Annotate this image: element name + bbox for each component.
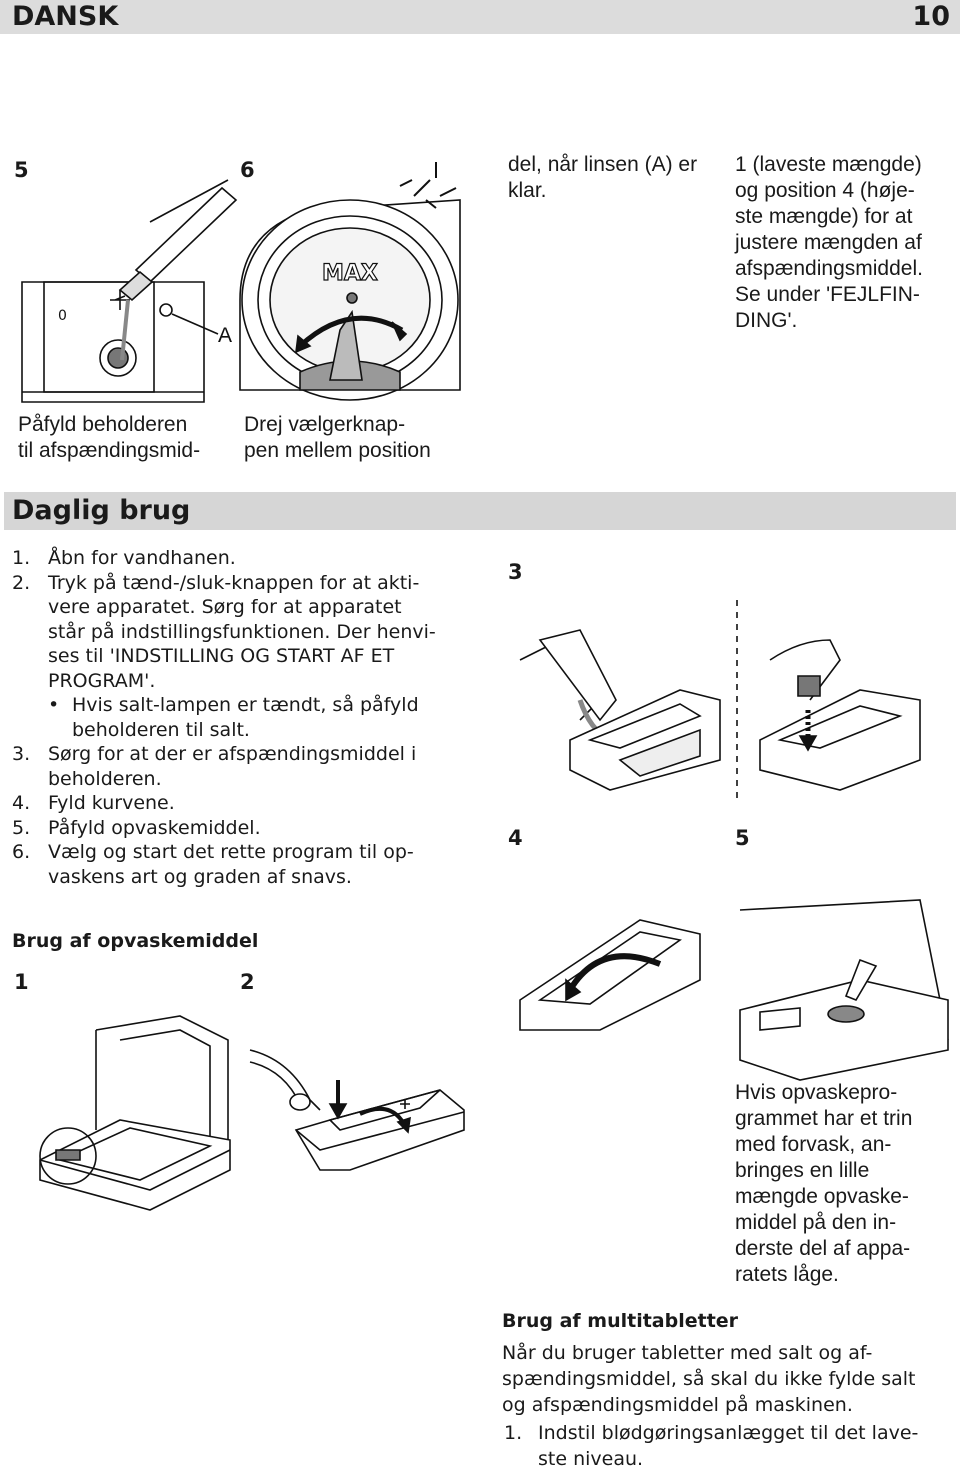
step-3: 3. Sørg for at der er afspændingsmiddel i… — [12, 742, 482, 791]
page-header-bar — [0, 0, 960, 34]
step-number: 6. — [12, 841, 31, 863]
page-number: 10 — [912, 1, 950, 32]
step-text: Fyld kurvene. — [48, 792, 175, 814]
multitabs-text: Når du bruger tabletter med salt og af- … — [502, 1342, 916, 1416]
step-text: Hvis salt-lampen er tændt, så påfyld beh… — [72, 694, 419, 741]
figure-number-3: 3 — [508, 560, 523, 584]
step-number: 1. — [12, 547, 31, 569]
figure-number-5: 5 — [14, 158, 29, 182]
step-6: 6. Vælg og start det rette program til op… — [12, 840, 482, 889]
label-a: A — [218, 324, 232, 347]
multitabs-step-number: 1. — [504, 1422, 523, 1444]
step-4: 4. Fyld kurvene. — [12, 791, 482, 816]
multitabs-heading: Brug af multitabletter — [502, 1310, 739, 1332]
daily-use-steps: 1. Åbn for vandhanen. 2. Tryk på tænd-/slu… — [12, 546, 482, 889]
rinse-aid-fill-illustration: 0 — [22, 180, 240, 402]
dial-selector-illustration: MAX — [240, 162, 460, 400]
figure-number-6: 6 — [240, 158, 255, 182]
prewash-detergent-illustration — [740, 900, 948, 1080]
step-number: 3. — [12, 743, 31, 765]
step-5: 5. Påfyld opvaskemiddel. — [12, 816, 482, 841]
step-number: 4. — [12, 792, 31, 814]
section-title: Daglig brug — [12, 495, 191, 526]
step-text: Påfyld opvaskemiddel. — [48, 816, 261, 839]
section-bar — [4, 492, 956, 530]
step-text: Vælg og start det rette program til op- … — [48, 841, 414, 888]
step-text: Tryk på tænd-/sluk-knappen for at akti- … — [48, 571, 436, 692]
multitabs-step-text: Indstil blødgøringsanlægget til det lave… — [538, 1422, 919, 1470]
dishwasher-open-illustration — [40, 1016, 230, 1210]
step-2: 2. Tryk på tænd-/sluk-knappen for at akti… — [12, 571, 482, 694]
step-2-bullet: • Hvis salt-lampen er tændt, så påfyld be… — [12, 693, 482, 742]
detergent-heading: Brug af opvaskemiddel — [12, 930, 259, 952]
step-number: 5. — [12, 816, 31, 839]
figure-number-5b: 5 — [735, 826, 750, 850]
svg-text:0: 0 — [58, 308, 67, 324]
figure-5-caption: Påfyld beholderen til afspændingsmid- — [18, 413, 201, 462]
figure-number-1: 1 — [14, 970, 29, 994]
language-label: DANSK — [12, 1, 119, 32]
figure-number-4: 4 — [508, 826, 523, 850]
dispenser-fill-illustration — [520, 600, 920, 800]
bullet: • — [48, 694, 60, 716]
dispenser-open-illustration — [520, 920, 700, 1030]
step-1: 1. Åbn for vandhanen. — [12, 546, 482, 571]
prewash-note: Hvis opvaskepro- grammet har et trin med… — [735, 1081, 913, 1286]
text-column-3: del, når linsen (A) er klar. — [508, 153, 698, 202]
press-lid-illustration — [250, 1050, 464, 1170]
step-text: Sørg for at der er afspændingsmiddel i b… — [48, 743, 417, 790]
text-column-4: 1 (laveste mængde) og position 4 (høje- … — [735, 153, 923, 332]
figure-6-caption: Drej vælgerknap- pen mellem position — [244, 413, 431, 462]
figure-number-2: 2 — [240, 970, 255, 994]
step-number: 2. — [12, 571, 31, 594]
max-label: MAX — [322, 261, 378, 286]
step-text: Åbn for vandhanen. — [48, 547, 236, 569]
